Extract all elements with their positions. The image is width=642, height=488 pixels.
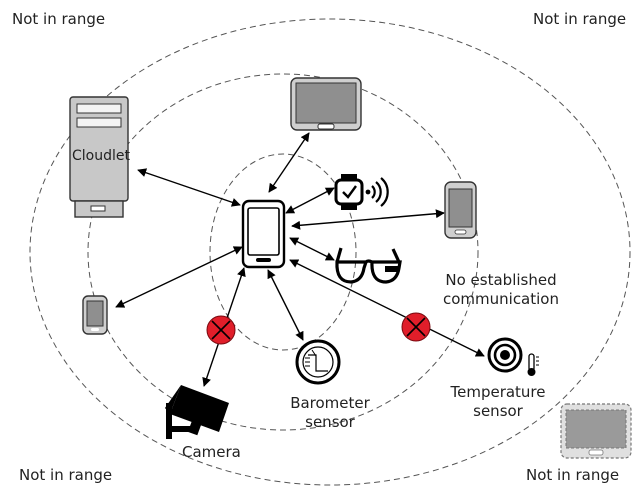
link-smartwatch (285, 187, 335, 214)
cloudlet-label: Cloudlet (72, 148, 130, 164)
middle-range-ring (87, 73, 479, 431)
blocked-link-icon (206, 315, 236, 345)
temperature-label-line1: Temperature (450, 383, 546, 401)
link-laptop (268, 132, 310, 193)
barometer-icon (295, 339, 341, 385)
camera-label: Camera (182, 443, 241, 461)
laptop-icon (290, 77, 362, 131)
server-icon (69, 96, 129, 218)
link-glasses (289, 237, 335, 261)
link-small-phone (115, 246, 243, 308)
no-communication-label: No established communication (426, 271, 576, 309)
barometer-label-line1: Barometer (290, 394, 370, 412)
barometer-label-line2: sensor (305, 413, 355, 431)
link-tablet (291, 209, 445, 230)
link-cloudlet (137, 168, 241, 207)
out-of-range-label-bottom-right: Not in range (526, 466, 620, 484)
no-communication-line1: No established (445, 271, 557, 289)
no-communication-line2: communication (442, 290, 559, 308)
blocked-link-icon (401, 312, 431, 342)
link-barometer (267, 269, 304, 341)
smartphone-icon (82, 295, 108, 335)
barometer-label: Barometer sensor (282, 394, 378, 432)
smartphone-icon (241, 199, 286, 269)
out-of-range-label-top-right: Not in range (533, 10, 627, 28)
tablet-icon (444, 181, 477, 239)
link-temperature (289, 259, 485, 357)
outer-range-ring (29, 18, 631, 486)
smart-glasses-icon (335, 247, 402, 284)
out-of-range-label-bottom-left: Not in range (19, 466, 113, 484)
smartwatch-icon (334, 174, 389, 210)
security-camera-icon (165, 385, 229, 439)
temperature-sensor-icon (487, 337, 539, 376)
laptop-icon (560, 403, 632, 459)
temperature-label-line2: sensor (473, 402, 523, 420)
out-of-range-label-top-left: Not in range (12, 10, 106, 28)
temperature-label: Temperature sensor (443, 383, 553, 421)
connections (115, 132, 485, 387)
